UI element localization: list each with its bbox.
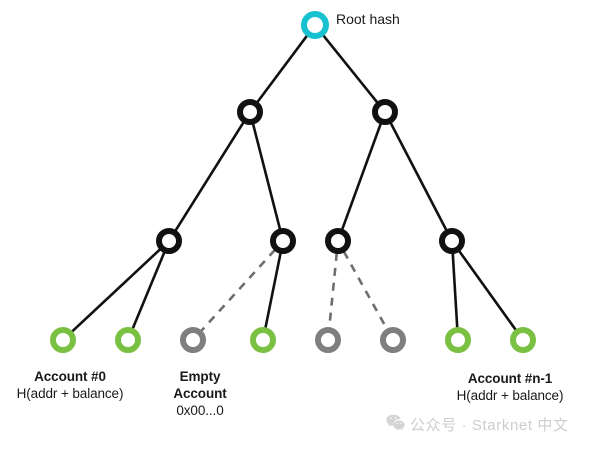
internal-node-l2-4: [439, 228, 465, 254]
edge-l2-2-to-leaf-2: [200, 249, 276, 332]
edge-l2-3-to-leaf-5: [342, 250, 389, 331]
leaf-account-6: [445, 327, 471, 353]
account-first-label-group: Account #0 H(addr + balance): [0, 369, 140, 403]
empty-account-value: 0x00...0: [176, 402, 224, 418]
edge-l2-4-to-leaf-7: [457, 249, 518, 332]
internal-node-l2-3: [325, 228, 351, 254]
account-last-formula: H(addr + balance): [456, 387, 564, 403]
edge-l2-1-to-leaf-1: [131, 251, 166, 330]
edge-l2-1-to-leaf-0: [70, 248, 162, 333]
edge-l1right-to-l2-4: [389, 122, 448, 231]
leaf-empty-4: [315, 327, 341, 353]
leaf-account-0: [50, 327, 76, 353]
account-last-title: Account #n-1: [467, 371, 553, 386]
wechat-icon: [386, 414, 405, 435]
empty-account-title-line1: Empty: [179, 369, 221, 384]
empty-account-label-group: Empty Account 0x00...0: [145, 369, 255, 420]
root-hash-label: Root hash: [336, 11, 400, 27]
edge-l1left-to-l2-2: [251, 123, 282, 230]
edge-root-to-l1-right: [322, 34, 379, 104]
leaf-account-1: [115, 327, 141, 353]
empty-account-title-line2: Account: [173, 385, 227, 401]
leaf-empty-2: [180, 327, 206, 353]
tree-nodes-group: [50, 11, 536, 353]
internal-node-l2-2: [270, 228, 296, 254]
edge-l2-2-to-leaf-3: [264, 252, 282, 329]
edge-l2-4-to-leaf-6: [451, 252, 459, 329]
account-first-formula: H(addr + balance): [16, 385, 124, 401]
edge-root-to-l1-left: [256, 34, 309, 104]
root-hash-node: [301, 11, 329, 39]
internal-node-l1-left: [237, 99, 263, 125]
leaf-account-3: [250, 327, 276, 353]
tree-edges-group: [70, 34, 518, 333]
account-last-label-group: Account #n-1 H(addr + balance): [420, 371, 600, 405]
edge-l2-3-to-leaf-4: [327, 252, 339, 329]
edge-l1left-to-l2-1: [174, 121, 245, 232]
watermark-text: 公众号 · Starknet 中文: [410, 417, 569, 434]
leaf-account-7: [510, 327, 536, 353]
watermark: 公众号 · Starknet 中文: [386, 414, 569, 435]
leaf-empty-5: [380, 327, 406, 353]
internal-node-l2-1: [156, 228, 182, 254]
edge-l1right-to-l2-3: [340, 122, 383, 231]
internal-node-l1-right: [372, 99, 398, 125]
account-first-title: Account #0: [34, 369, 106, 384]
